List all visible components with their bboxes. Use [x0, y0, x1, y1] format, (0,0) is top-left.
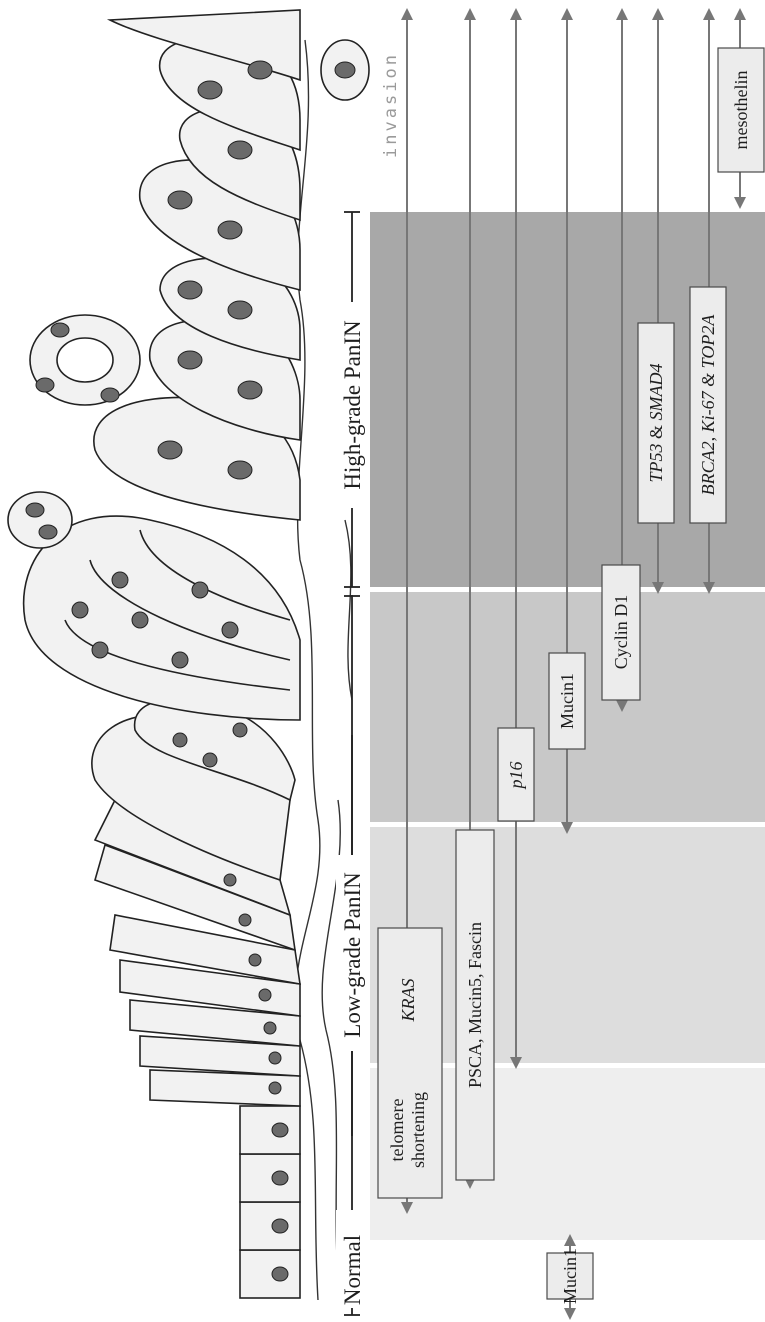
svg-text:Mucin1: Mucin1 — [557, 673, 577, 729]
stage-label-high-grade: High-grade PanIN — [340, 320, 365, 490]
marker-box-mucin1: Mucin1 — [549, 653, 585, 749]
marker-box-tp53-smad4: TP53 & SMAD4 — [638, 323, 674, 523]
svg-text:mesothelin: mesothelin — [731, 71, 751, 150]
marker-box-mesothelin: mesothelin — [718, 48, 764, 172]
marker-box-kras: telomere shortening KRAS — [378, 928, 442, 1198]
svg-text:Mucin1: Mucin1 — [560, 1248, 580, 1304]
marker-box-p16: p16 — [498, 728, 534, 821]
marker-box-psca: PSCA, Mucin5, Fascin — [456, 830, 494, 1180]
svg-text:shortening: shortening — [408, 1092, 428, 1168]
marker-box-cyclin-d1: Cyclin D1 — [602, 565, 640, 700]
epithelium-illustration — [8, 10, 369, 1300]
marker-box-mucin1-normal: Mucin1 — [547, 1248, 593, 1304]
detached-cluster — [8, 492, 72, 548]
normal-cells — [240, 1106, 300, 1298]
svg-text:BRCA2, Ki-67 & TOP2A: BRCA2, Ki-67 & TOP2A — [698, 314, 718, 496]
svg-text:telomere: telomere — [387, 1099, 407, 1162]
high-grade-cells — [8, 10, 369, 548]
stage-label-normal: Normal — [340, 1235, 365, 1305]
svg-text:Cyclin D1: Cyclin D1 — [611, 595, 631, 670]
svg-text:KRAS: KRAS — [398, 979, 418, 1023]
stage-label-invasion: invasion — [381, 52, 401, 158]
stage-label-low-grade: Low-grade PanIN — [340, 872, 365, 1038]
low-grade-cells — [24, 516, 300, 1106]
svg-text:PSCA, Mucin5, Fascin: PSCA, Mucin5, Fascin — [465, 922, 485, 1088]
svg-text:TP53 & SMAD4: TP53 & SMAD4 — [646, 363, 666, 482]
svg-text:p16: p16 — [506, 762, 526, 791]
marker-box-brca2: BRCA2, Ki-67 & TOP2A — [690, 287, 726, 523]
